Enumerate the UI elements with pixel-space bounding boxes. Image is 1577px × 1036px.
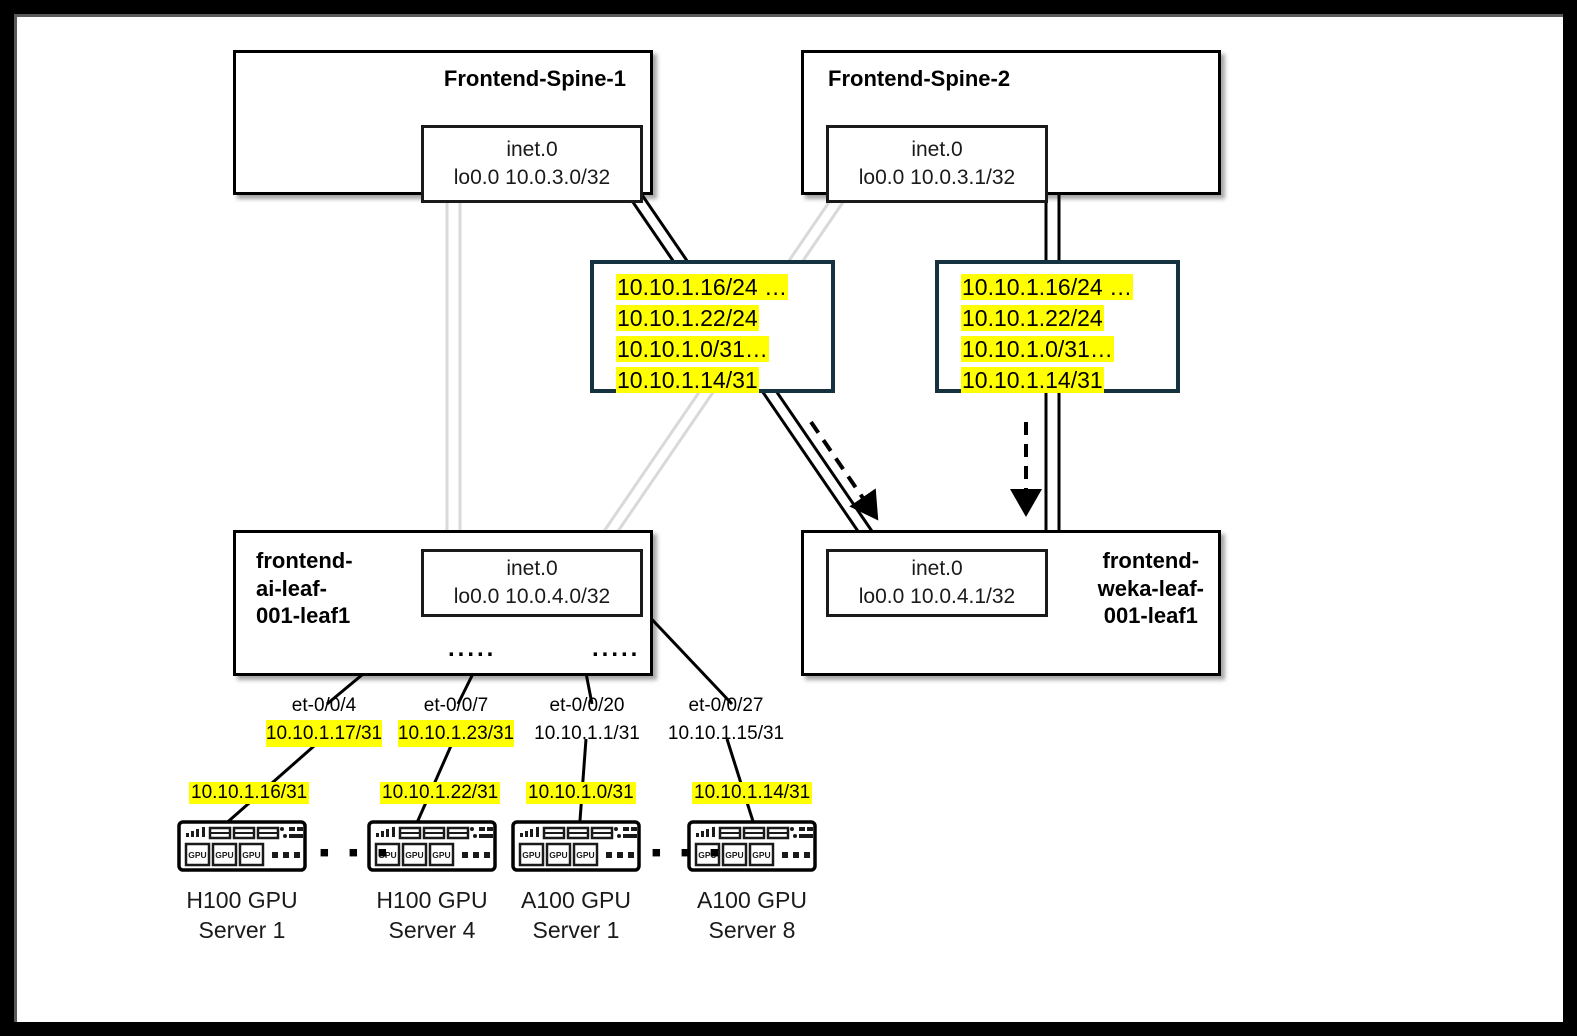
spine-2-inet-table: inet.0: [911, 137, 963, 161]
server-label-0: H100 GPU Server 1: [186, 887, 298, 943]
spine-2-loopback: lo0.0 10.0.3.1/32: [858, 166, 1016, 189]
weka-leaf-title: frontend- weka-leaf- 001-leaf1: [1097, 548, 1204, 628]
svg-text:GPU: GPU: [752, 850, 770, 860]
interface-port: et-0/0/4: [291, 695, 357, 716]
svg-text:GPU: GPU: [215, 850, 233, 860]
server-icon-3[interactable]: GPU GPU GPU: [687, 820, 817, 872]
svg-text:GPU: GPU: [698, 850, 716, 860]
interface-label-0: et-0/0/4 10.10.1.17/31: [239, 692, 409, 748]
route-text: 10.10.1.0/31…: [961, 335, 1114, 362]
spine-1-inet-table: inet.0: [506, 137, 558, 161]
interface-port: et-0/0/7: [423, 695, 489, 716]
link-spine1-to-ai-leaf: [445, 192, 462, 539]
svg-text:GPU: GPU: [242, 850, 260, 860]
interface-label-2: et-0/0/20 10.10.1.1/31: [502, 692, 672, 747]
server-ip-1: 10.10.1.22/31: [380, 782, 501, 804]
gpu-server-icon: GPU GPU GPU: [177, 820, 307, 872]
route-entry: 10.10.1.14/31: [616, 366, 831, 396]
gpu-modules: GPU GPU GPU: [518, 842, 599, 867]
svg-text:GPU: GPU: [378, 850, 396, 860]
node-frontend-ai-leaf-001-leaf1[interactable]: frontend- ai-leaf- 001-leaf1 inet.0 lo0.…: [233, 530, 653, 676]
route-table-spine-2[interactable]: 10.10.1.16/24 … 10.10.1.22/24 10.10.1.0/…: [935, 260, 1180, 393]
gpu-modules: GPU GPU GPU: [184, 842, 265, 867]
ai-leaf-inet-box: inet.0 lo0.0 10.0.4.0/32: [421, 549, 643, 617]
route-entry: 10.10.1.14/31: [961, 366, 1176, 396]
interface-port: et-0/0/27: [688, 695, 764, 716]
svg-text:GPU: GPU: [188, 850, 206, 860]
interface-ip: 10.10.1.1/31: [534, 722, 640, 744]
route-table-spine-1[interactable]: 10.10.1.16/24 … 10.10.1.22/24 10.10.1.0/…: [590, 260, 835, 393]
node-frontend-spine-1[interactable]: Frontend-Spine-1 inet.0 lo0.0 10.0.3.0/3…: [233, 50, 653, 203]
route-entry: 10.10.1.0/31…: [616, 335, 831, 365]
server-icon-1[interactable]: GPU GPU GPU: [367, 820, 497, 872]
route-entry: 10.10.1.22/24: [616, 304, 831, 334]
route-entry: 10.10.1.0/31…: [961, 335, 1176, 365]
route-text: 10.10.1.0/31…: [616, 335, 769, 362]
route-text: 10.10.1.16/24 …: [616, 274, 789, 300]
server-ip-2: 10.10.1.0/31: [526, 782, 636, 804]
route-entry: 10.10.1.22/24: [961, 304, 1176, 334]
ai-leaf-loopback: lo0.0 10.0.4.0/32: [453, 585, 611, 608]
route-entry: 10.10.1.16/24 …: [616, 273, 831, 303]
diagram-canvas: Frontend-Spine-1 inet.0 lo0.0 10.0.3.0/3…: [14, 14, 1563, 1022]
route-text: 10.10.1.14/31: [961, 366, 1104, 393]
interface-label-1: et-0/0/7 10.10.1.23/31: [371, 692, 541, 748]
svg-text:GPU: GPU: [432, 850, 450, 860]
gpu-modules: GPU GPU GPU: [374, 842, 455, 867]
gpu-server-icon: GPU GPU GPU: [367, 820, 497, 872]
gpu-server-icon: GPU GPU GPU: [511, 820, 641, 872]
spine-2-title: Frontend-Spine-2: [828, 66, 1011, 91]
route-text: 10.10.1.14/31: [616, 366, 759, 393]
server-label-2: A100 GPU Server 1: [521, 887, 631, 943]
interface-ip: 10.10.1.17/31: [265, 719, 383, 748]
interface-port: et-0/0/20: [549, 695, 625, 716]
ai-leaf-ellipsis-right: .....: [592, 635, 641, 662]
gpu-modules: GPU GPU GPU: [694, 842, 775, 867]
interface-ip: 10.10.1.15/31: [667, 722, 785, 744]
route-text: 10.10.1.22/24: [616, 304, 759, 331]
server-group-separator-0: ▪ ▪ ▪: [319, 836, 393, 869]
interface-ip: 10.10.1.23/31: [397, 719, 515, 748]
svg-text:GPU: GPU: [576, 850, 594, 860]
svg-text:GPU: GPU: [549, 850, 567, 860]
server-group-separator-1: ▪ ▪ ▪: [651, 836, 725, 869]
ai-leaf-ellipsis-left: .....: [448, 635, 497, 662]
server-label-1: H100 GPU Server 4: [376, 887, 488, 943]
svg-text:GPU: GPU: [405, 850, 423, 860]
node-frontend-weka-leaf-001-leaf1[interactable]: frontend- weka-leaf- 001-leaf1 inet.0 lo…: [801, 530, 1221, 676]
weka-leaf-loopback: lo0.0 10.0.4.1/32: [858, 585, 1016, 608]
svg-text:GPU: GPU: [522, 850, 540, 860]
spine-1-loopback: lo0.0 10.0.3.0/32: [453, 166, 611, 189]
route-entry: 10.10.1.16/24 …: [961, 273, 1176, 303]
weka-leaf-inet-box: inet.0 lo0.0 10.0.4.1/32: [826, 549, 1048, 617]
server-icon-0[interactable]: GPU GPU GPU: [177, 820, 307, 872]
route-text: 10.10.1.16/24 …: [961, 274, 1134, 300]
spine-1-inet-box: inet.0 lo0.0 10.0.3.0/32: [421, 125, 643, 203]
server-ip-3: 10.10.1.14/31: [692, 782, 813, 804]
route-direction-arrow-left: [809, 420, 879, 521]
route-text: 10.10.1.22/24: [961, 304, 1104, 331]
server-icon-2[interactable]: GPU GPU GPU: [511, 820, 641, 872]
node-frontend-spine-2[interactable]: Frontend-Spine-2 inet.0 lo0.0 10.0.3.1/3…: [801, 50, 1221, 203]
svg-text:GPU: GPU: [725, 850, 743, 860]
ai-leaf-inet-table: inet.0: [506, 556, 558, 580]
ai-leaf-title: frontend- ai-leaf- 001-leaf1: [256, 548, 353, 628]
interface-label-3: et-0/0/27 10.10.1.15/31: [641, 692, 811, 747]
spine-1-title: Frontend-Spine-1: [443, 66, 626, 91]
spine-2-inet-box: inet.0 lo0.0 10.0.3.1/32: [826, 125, 1048, 203]
gpu-server-icon: GPU GPU GPU: [687, 820, 817, 872]
server-label-3: A100 GPU Server 8: [697, 887, 807, 943]
weka-leaf-inet-table: inet.0: [911, 556, 963, 580]
server-ip-0: 10.10.1.16/31: [189, 782, 310, 804]
